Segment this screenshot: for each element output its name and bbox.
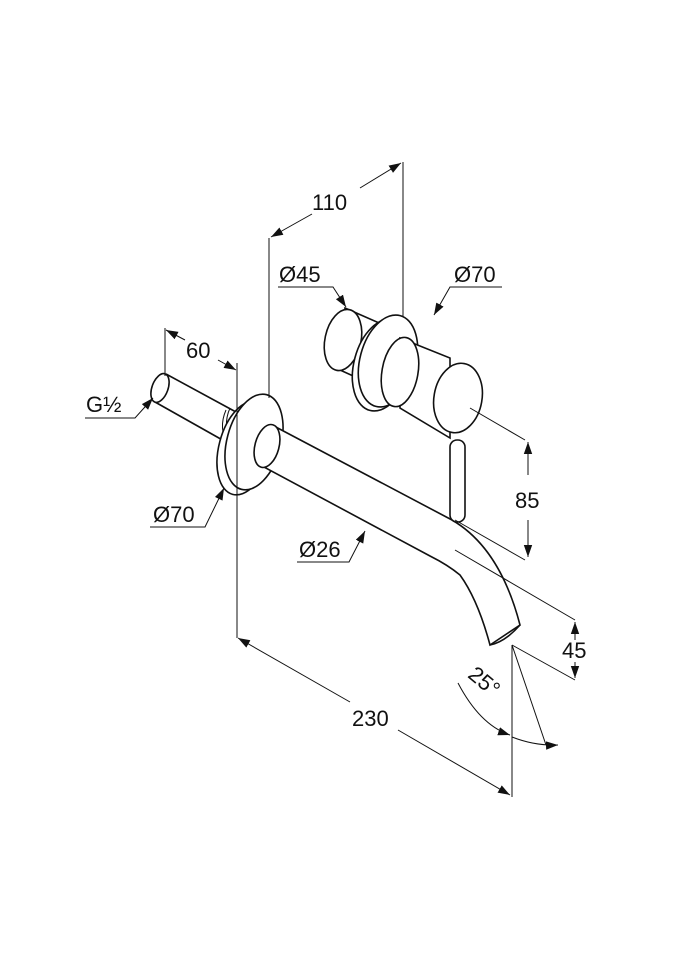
spout bbox=[253, 423, 521, 647]
dim-spout-rosette-label: Ø70 bbox=[153, 502, 195, 527]
dim-110-label: 110 bbox=[312, 190, 347, 215]
dim-85-label: 85 bbox=[515, 488, 539, 513]
dimension-lines bbox=[85, 162, 580, 797]
dim-handle-diameter-label: Ø45 bbox=[279, 262, 321, 287]
thread-label: G½ bbox=[86, 392, 121, 417]
dim-45-label: 45 bbox=[562, 638, 586, 663]
dim-valve-rosette-label: Ø70 bbox=[454, 262, 496, 287]
mixer-body bbox=[150, 306, 521, 647]
angle-25-label: 25° bbox=[464, 661, 506, 702]
valve-handle bbox=[323, 306, 484, 523]
dim-60-label: 60 bbox=[186, 338, 210, 363]
dim-spout-diameter-label: Ø26 bbox=[299, 537, 341, 562]
dim-230-label: 230 bbox=[352, 706, 389, 731]
